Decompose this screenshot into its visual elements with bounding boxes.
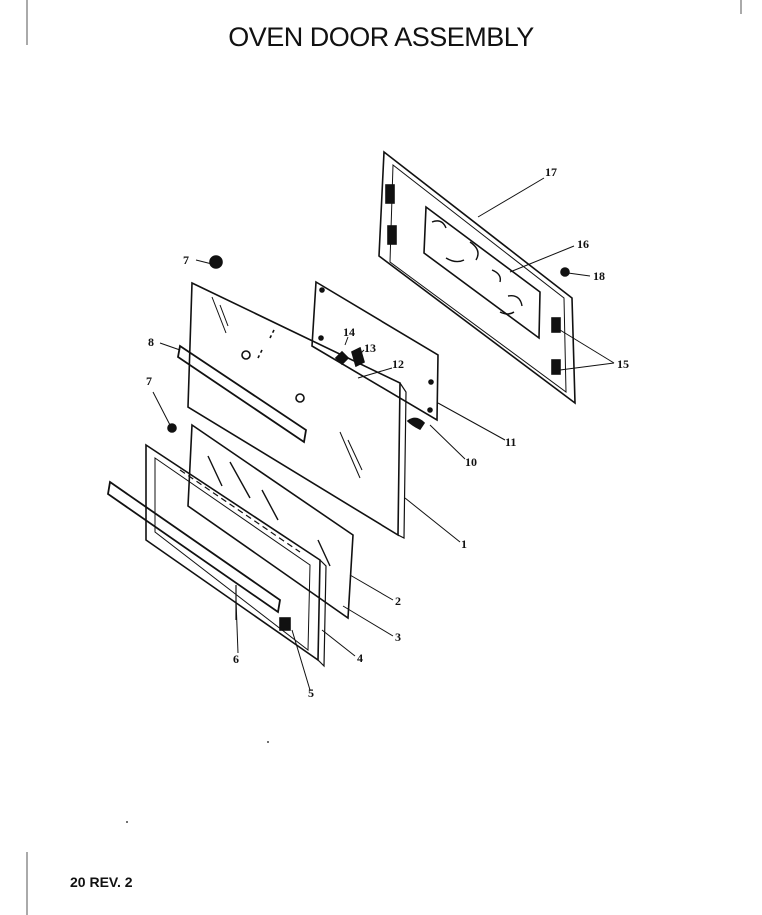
callout-16: 16 [577,237,589,251]
callout-4: 4 [357,651,363,665]
channel-strip [177,344,307,444]
rear-door-panel [378,150,576,405]
callout-7-top: 7 [183,253,189,267]
leader-lines [152,177,615,691]
callout-10: 10 [465,455,477,469]
callout-3: 3 [395,630,401,644]
callout-17: 17 [545,165,557,179]
callout-15: 15 [617,357,629,371]
callout-2: 2 [395,594,401,608]
main-door-panel [187,281,407,539]
page-footer: 20 REV. 2 [70,874,133,890]
callout-6: 6 [233,652,239,666]
callout-14: 14 [343,325,355,339]
callout-1: 1 [461,537,467,551]
callout-18: 18 [593,269,605,283]
callout-7-left: 7 [146,374,152,388]
callout-8: 8 [148,335,154,349]
outer-door-frame [145,443,327,668]
door-handle [107,480,281,620]
callout-13: 13 [364,341,376,355]
callout-11: 11 [505,435,516,449]
middle-glass [187,423,354,620]
callout-5: 5 [308,686,314,700]
page-title: OVEN DOOR ASSEMBLY [228,22,534,52]
callout-labels: 1 2 3 4 5 6 7 7 8 10 11 12 13 14 15 16 1… [146,165,629,700]
callout-12: 12 [392,357,404,371]
